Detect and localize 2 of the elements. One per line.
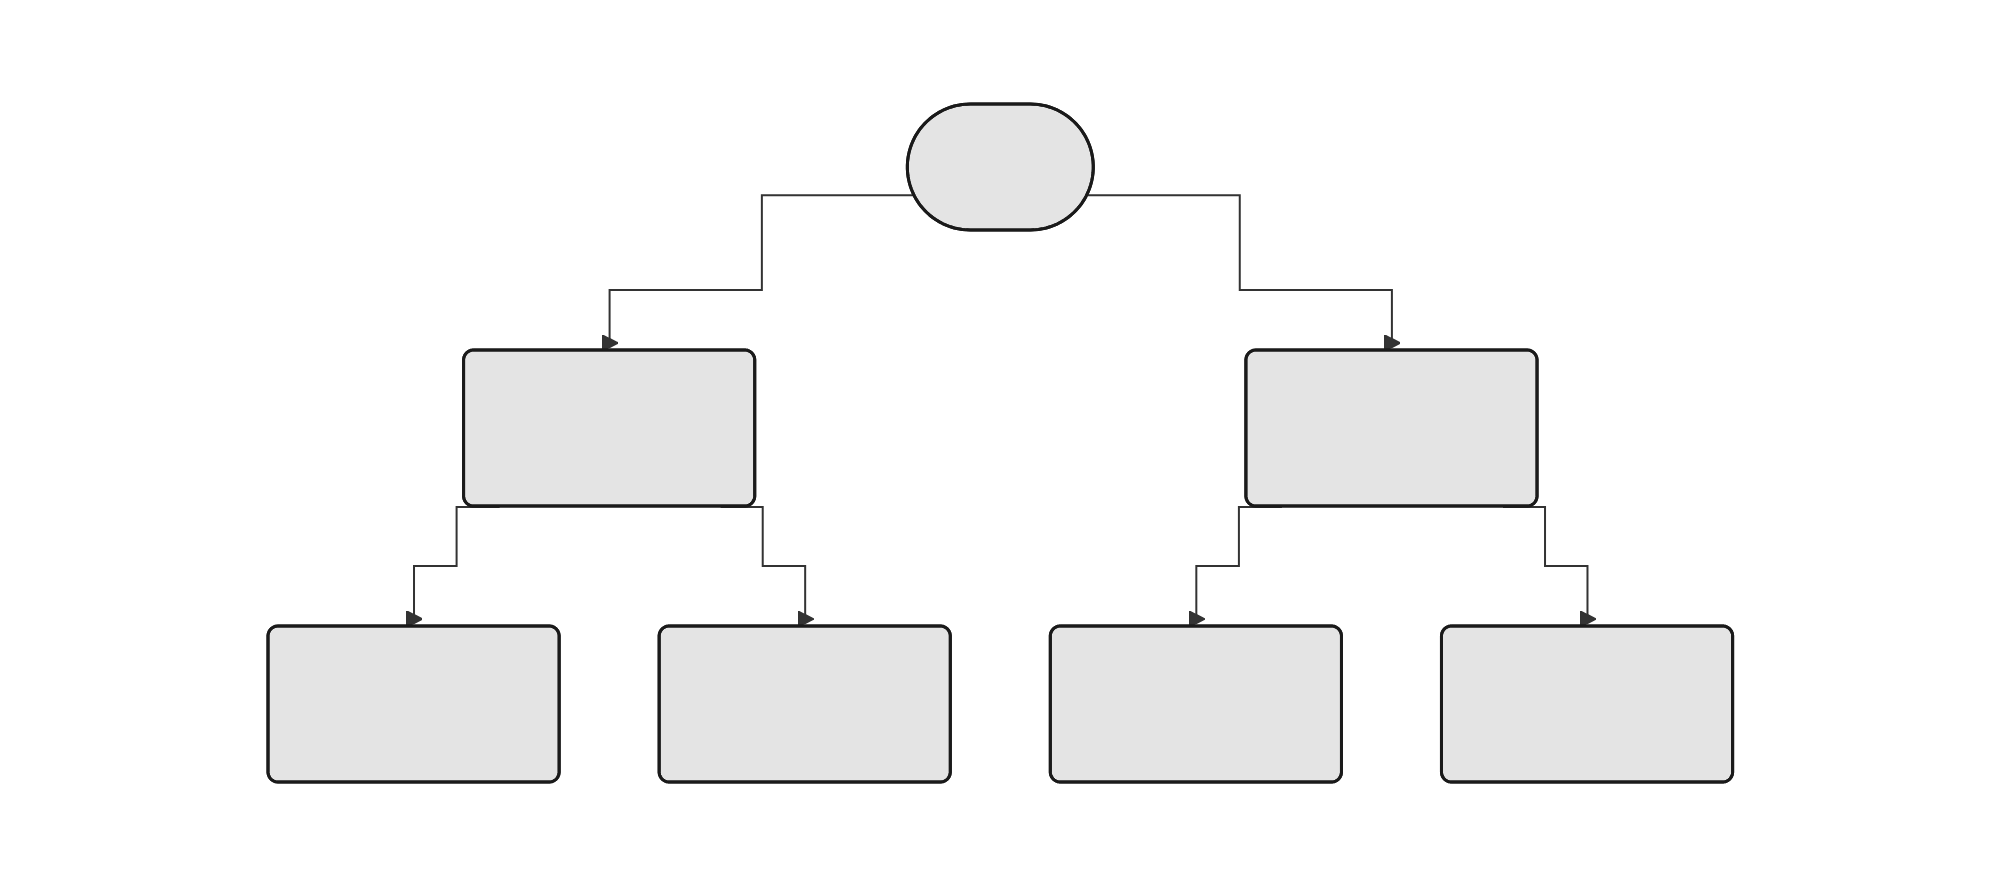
arrow [600, 193, 916, 351]
arrow [1086, 193, 1401, 351]
